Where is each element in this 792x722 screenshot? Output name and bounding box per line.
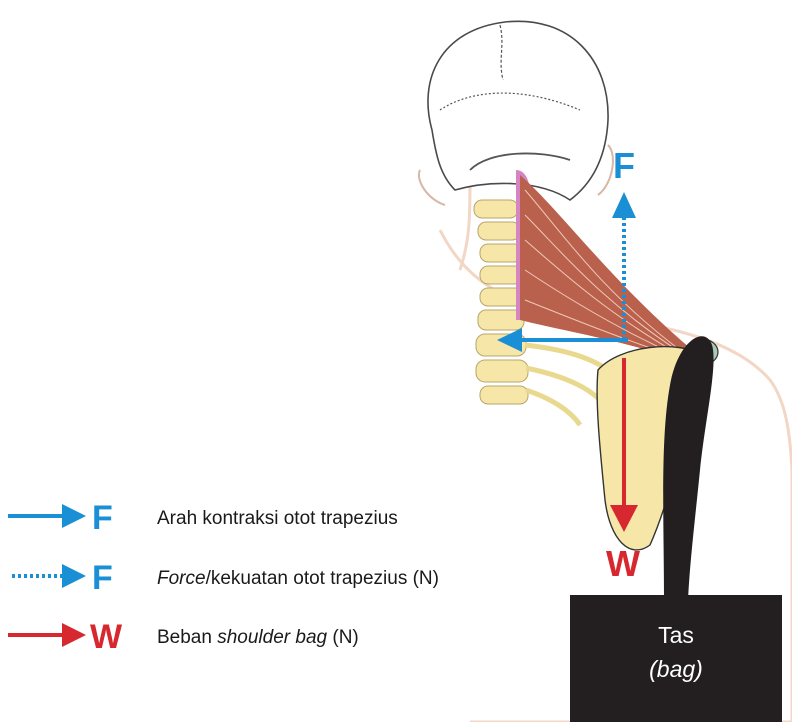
weight-label: W	[606, 543, 640, 584]
legend-item-weight: W Beban shoulder bag (N)	[8, 618, 359, 656]
legend-blue-arrowhead-icon	[62, 564, 86, 588]
legend-item-force: F Force/kekuatan otot trapezius (N)	[12, 559, 439, 597]
neck-outline	[460, 180, 470, 270]
legend-symbol: F	[92, 559, 113, 597]
head-outline-icon	[419, 21, 613, 205]
legend-symbol: W	[90, 618, 123, 656]
legend-text: Force/kekuatan otot trapezius (N)	[157, 568, 439, 589]
legend: F Arah kontraksi otot trapezius F Force/…	[8, 499, 439, 656]
legend-red-arrowhead-icon	[62, 623, 86, 647]
legend-text: Arah kontraksi otot trapezius	[157, 508, 398, 529]
bag-label-line1: Tas	[658, 622, 694, 648]
legend-text: Beban shoulder bag (N)	[157, 627, 359, 648]
bag-label-line2: (bag)	[649, 656, 703, 682]
legend-symbol: F	[92, 499, 113, 537]
trapezius-muscle-icon	[516, 170, 690, 360]
legend-item-contraction: F Arah kontraksi otot trapezius	[8, 499, 398, 537]
legend-blue-arrowhead-icon	[62, 504, 86, 528]
force-label-top: F	[613, 145, 635, 186]
